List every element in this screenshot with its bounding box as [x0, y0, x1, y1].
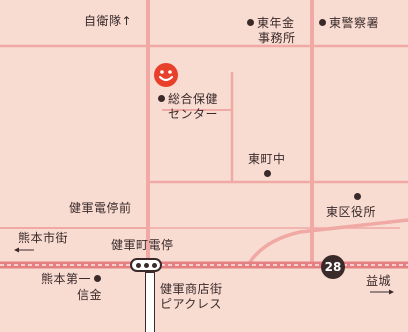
- label-health-center-2: センター: [168, 107, 219, 121]
- label-shotengai-text-1: 健軍商店街: [160, 282, 223, 296]
- label-health-center: 総合保健: [158, 92, 218, 106]
- label-higashi-nenkin: 東年金: [247, 16, 295, 30]
- label-higashi-police-text: 東警察署: [329, 16, 380, 30]
- tram-stop-dot: [143, 262, 149, 268]
- label-kumamoto-daiichi-text-1: 熊本第一: [41, 272, 92, 286]
- label-kumamoto-city-street: 熊本市街: [18, 231, 69, 245]
- label-kengun-denteizen: 健軍電停前: [69, 201, 132, 215]
- label-higashimachi-jhs: 東町中: [248, 152, 286, 166]
- smiley-logo-icon: [154, 63, 178, 87]
- poi-dot-icon-higashimachi: [264, 170, 271, 177]
- poi-dot-icon-ward-office: [354, 193, 361, 200]
- label-shotengai-2: ピアクレス: [160, 297, 222, 311]
- poi-dot-icon: [247, 19, 254, 26]
- poi-dot-icon: [319, 19, 326, 26]
- tram-stop-dot: [151, 262, 157, 268]
- label-kumamoto-daiichi: 熊本第一: [41, 272, 104, 286]
- arrow-left-icon: [14, 247, 34, 253]
- shopping-arcade: [145, 272, 155, 332]
- label-kumamoto-daiichi-2: 信金: [77, 288, 103, 302]
- tram-stop-dot: [135, 262, 141, 268]
- label-higashi-nenkin-text: 東年金: [257, 16, 295, 30]
- tram-stop-marker: [130, 258, 162, 272]
- label-kengunmachi-stop: 健軍町電停: [111, 238, 174, 252]
- label-higashi-police: 東警察署: [319, 16, 379, 30]
- label-mashiki: 益城: [366, 274, 392, 288]
- road-curve: [248, 218, 408, 264]
- arrow-right-icon: [370, 289, 394, 295]
- label-health-center-text-1: 総合保健: [168, 92, 219, 106]
- poi-dot-icon: [94, 275, 102, 282]
- route-badge: 28: [321, 255, 345, 279]
- label-jimusho: 事務所: [258, 31, 296, 45]
- label-shotengai: 健軍商店街: [160, 282, 223, 296]
- label-sdf-north: 自衛隊↑: [84, 14, 133, 28]
- poi-dot-icon: [158, 95, 165, 102]
- label-higashi-ward-office: 東区役所: [326, 205, 377, 219]
